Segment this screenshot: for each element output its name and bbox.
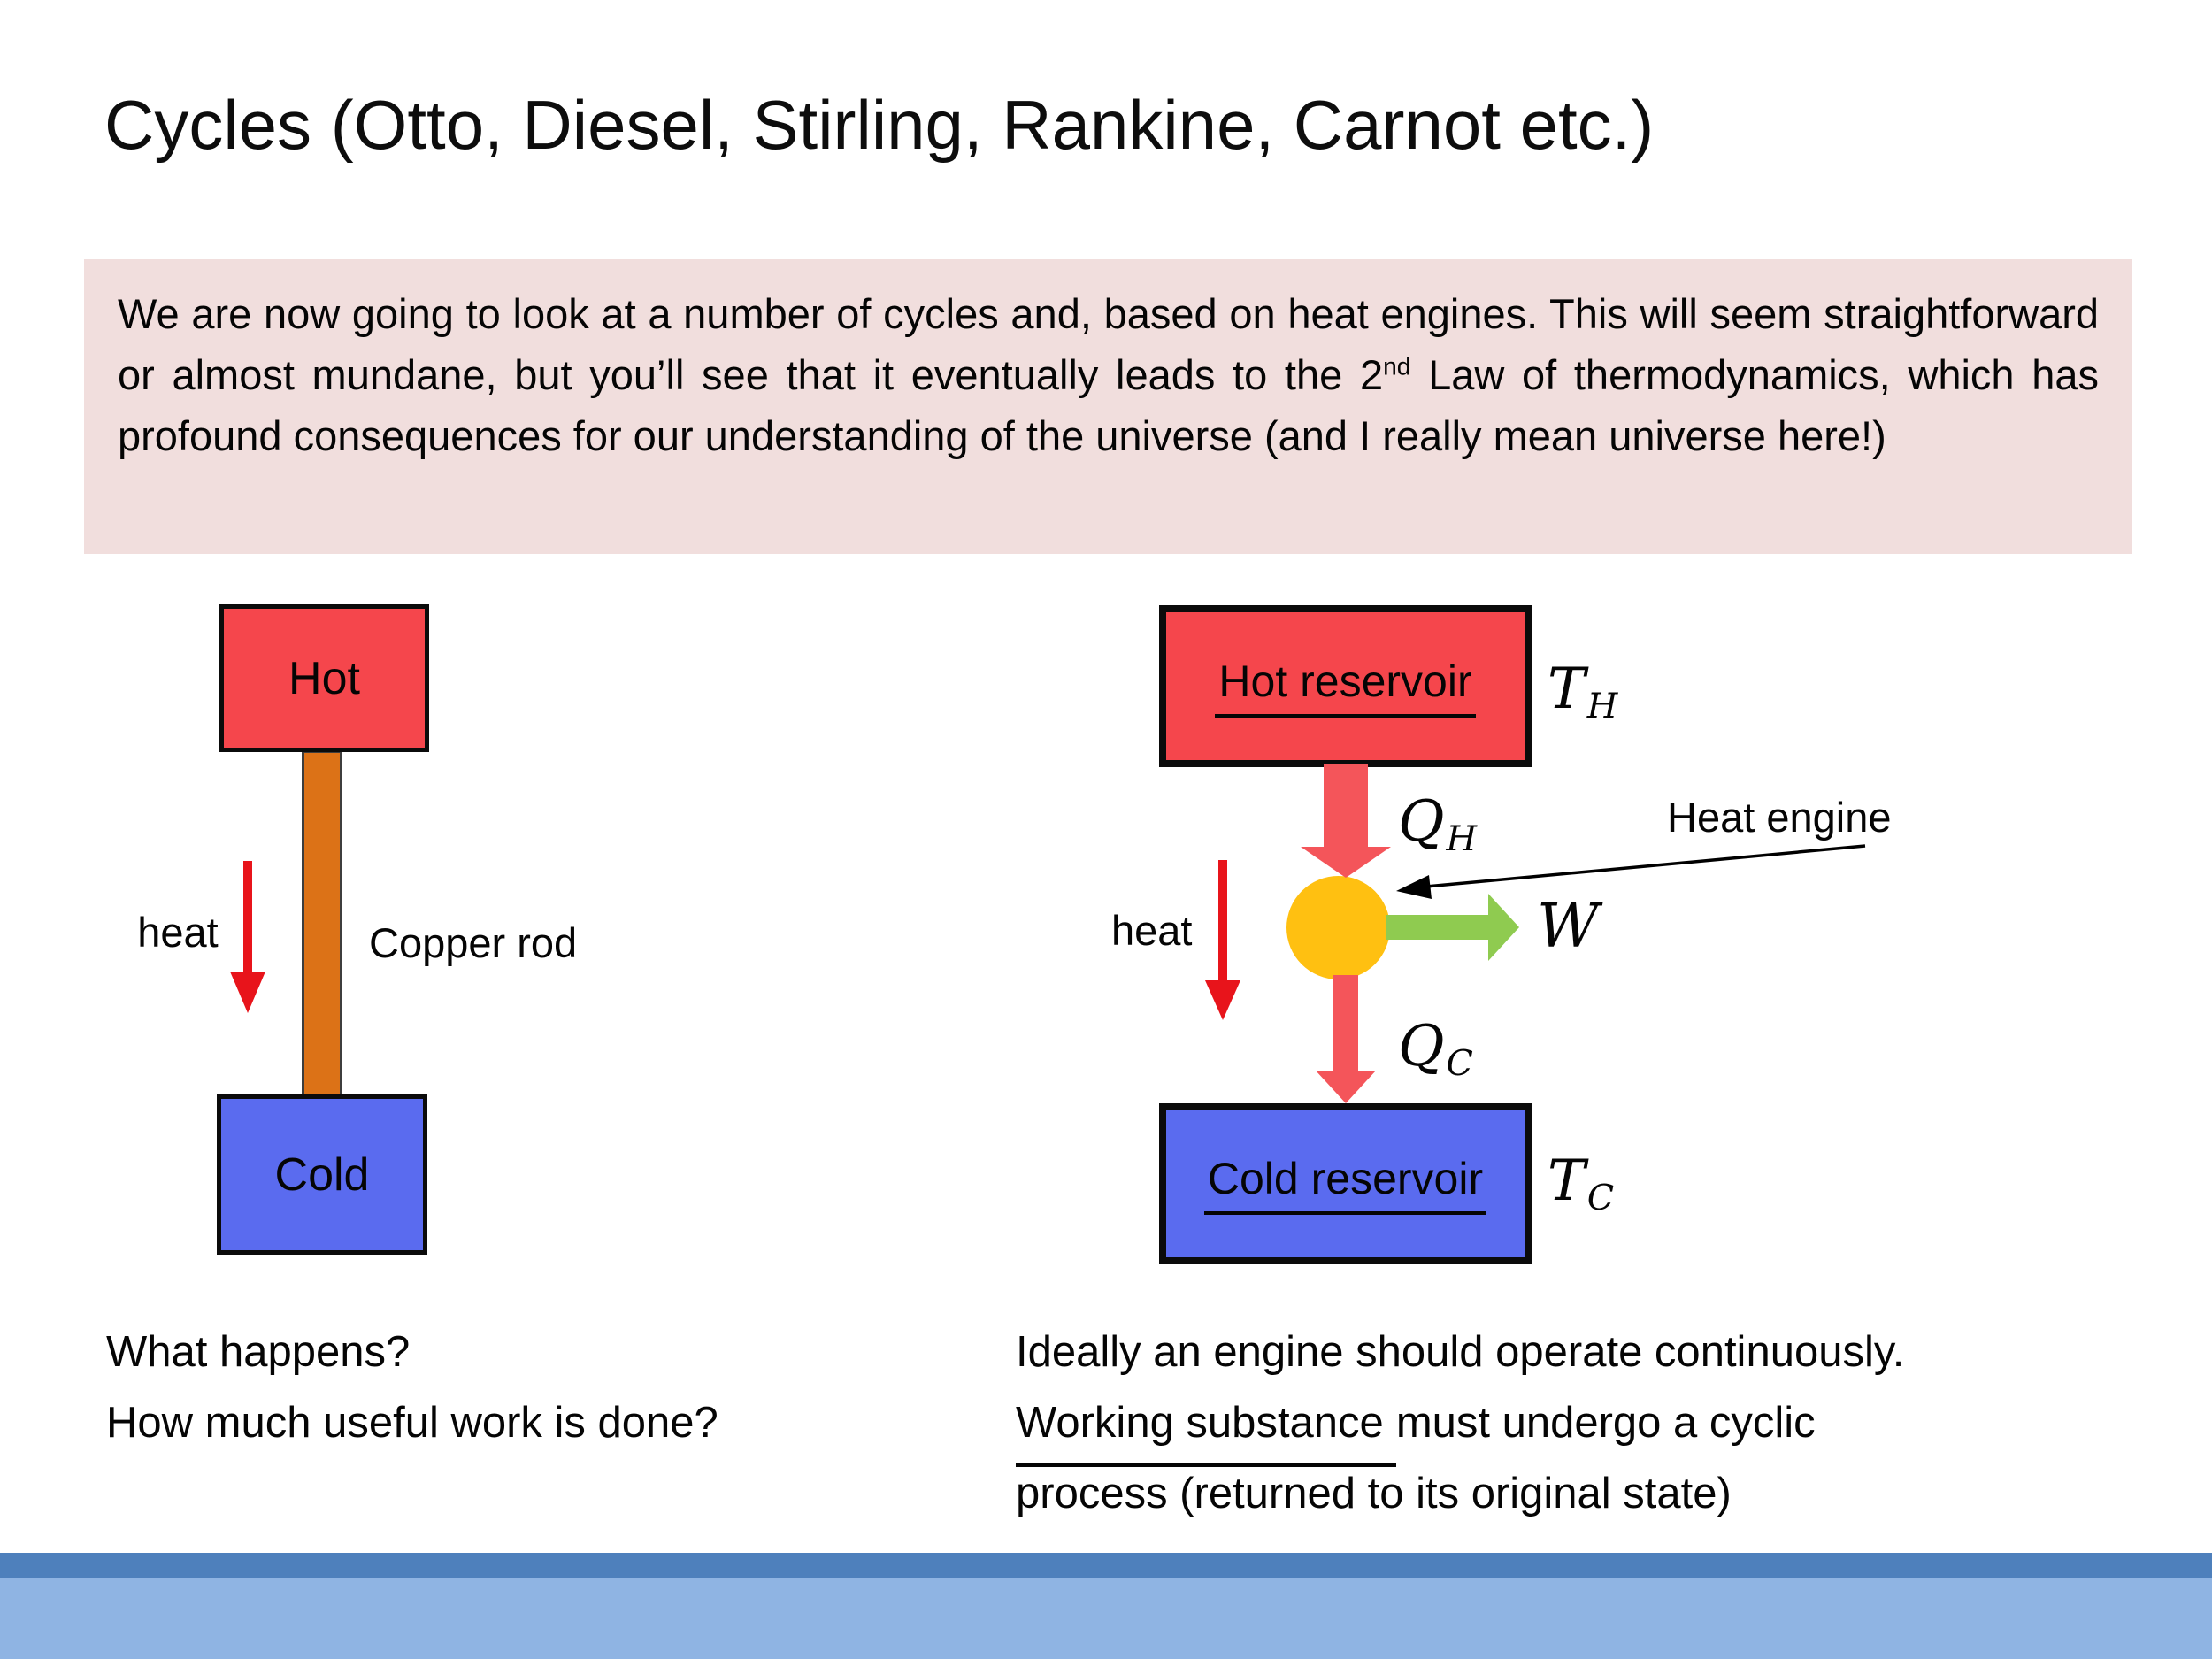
heat-out-qc-label: QC: [1398, 1014, 1473, 1084]
temperature-cold-label: TC: [1548, 1148, 1614, 1218]
q-c-subscript: C: [1446, 1043, 1473, 1085]
work-output-label: W: [1537, 892, 1599, 962]
qc-arrow: [1316, 975, 1376, 1103]
questions-left-block: What happens? How much useful work is do…: [106, 1317, 718, 1458]
heat-label-left: heat: [137, 909, 219, 956]
cold-box: Cold: [217, 1094, 427, 1255]
heat-engine-label: Heat engine: [1667, 794, 1892, 841]
cold-reservoir-box: Cold reservoir: [1159, 1103, 1532, 1264]
heat-label-right: heat: [1111, 907, 1193, 954]
cyclic-process-line: process (returned to its original state): [1016, 1470, 1732, 1517]
hot-reservoir-box: Hot reservoir: [1159, 605, 1532, 767]
copper-rod-shape: [302, 750, 342, 1097]
q-c-base: Q: [1398, 1014, 1445, 1079]
working-substance-line: Working substance must undergo a cyclic: [1016, 1387, 1904, 1467]
questions-right-block: Ideally an engine should operate continu…: [1016, 1317, 1904, 1529]
work-arrow: [1386, 894, 1519, 961]
question-useful-work: How much useful work is done?: [106, 1399, 718, 1447]
t-h-subscript: H: [1586, 686, 1618, 727]
cold-reservoir-label: Cold reservoir: [1203, 1153, 1487, 1215]
intro-paragraph-box: We are now going to look at a number of …: [84, 259, 2132, 554]
bottom-bar-dark: [0, 1553, 2212, 1578]
cold-box-label: Cold: [274, 1148, 370, 1201]
intro-text-after-superscript: Law of thermodynamics, which has profoun…: [118, 351, 2100, 459]
hot-box-label: Hot: [288, 652, 360, 704]
heat-engine-circle: [1286, 876, 1390, 979]
copper-rod-label: Copper rod: [369, 919, 578, 966]
qh-arrow: [1301, 764, 1391, 878]
intro-text-before-superscript: We are now going to look at a number of …: [118, 290, 2099, 398]
working-substance-rest: must undergo a cyclic: [1395, 1399, 1816, 1447]
hot-reservoir-label: Hot reservoir: [1215, 656, 1476, 718]
heat-flow-arrow-right: [1205, 860, 1240, 1020]
t-h-base: T: [1548, 657, 1586, 722]
bottom-bar-light: [0, 1578, 2212, 1659]
temperature-hot-label: TH: [1548, 657, 1617, 726]
q-h-subscript: H: [1446, 818, 1478, 860]
heat-flow-arrow-left: [230, 861, 265, 1013]
hot-box: Hot: [219, 604, 429, 752]
t-c-base: T: [1548, 1148, 1586, 1214]
working-substance-underlined: Working substance: [1016, 1387, 1396, 1467]
engine-continuous-line: Ideally an engine should operate continu…: [1016, 1328, 1905, 1376]
q-h-base: Q: [1398, 789, 1445, 855]
slide-title: Cycles (Otto, Diesel, Stirling, Rankine,…: [104, 86, 1655, 164]
intro-superscript: nd: [1383, 351, 1411, 380]
question-what-happens: What happens?: [106, 1328, 411, 1376]
t-c-subscript: C: [1586, 1178, 1615, 1219]
heat-in-qh-label: QH: [1398, 789, 1477, 859]
